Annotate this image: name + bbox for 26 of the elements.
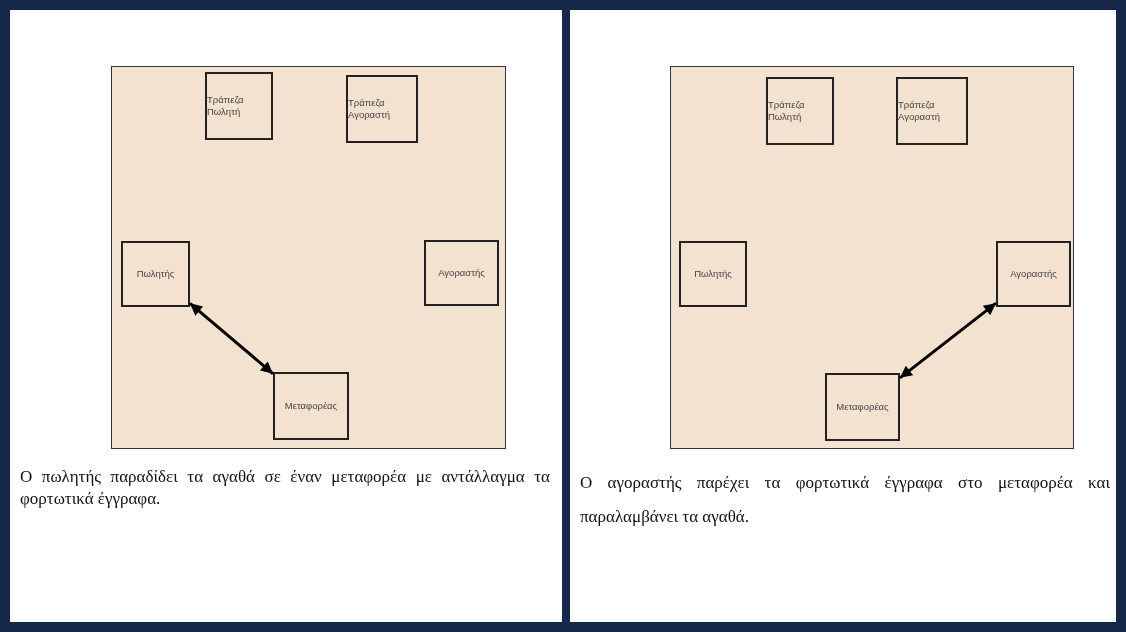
entity-box bbox=[679, 241, 747, 307]
caption-text: Ο πωλητής παραδίδει τα αγαθά σε έναν μεταφορέα με αντάλλαγμα τα φορτωτικά έγγραφα. bbox=[20, 466, 550, 510]
entity-box bbox=[996, 241, 1071, 307]
box-label: Μεταφορέας bbox=[284, 400, 338, 412]
box-label: Τράπεζα Αγοραστή bbox=[898, 99, 941, 123]
entity-box bbox=[896, 77, 968, 145]
caption-text: Ο αγοραστής παρέχει τα φορτωτικά έγγραφα στο μεταφορέα και παραλαμβάνει τα αγαθά. bbox=[580, 472, 1110, 528]
box-label: Αγοραστής bbox=[438, 267, 485, 279]
entity-box bbox=[766, 77, 834, 145]
box-label: Μεταφορέας bbox=[836, 401, 889, 413]
entity-box bbox=[273, 372, 349, 440]
double-arrow bbox=[189, 302, 274, 375]
entity-box bbox=[121, 241, 190, 307]
panel bbox=[10, 10, 562, 622]
double-arrow bbox=[899, 302, 997, 379]
box-label: Τράπεζα Αγοραστή bbox=[348, 97, 391, 121]
box-label: Τράπεζα Πωλητή bbox=[207, 94, 245, 118]
box-label: Τράπεζα Πωλητή bbox=[768, 99, 806, 123]
entity-box bbox=[346, 75, 418, 143]
entity-box bbox=[205, 72, 273, 140]
panel bbox=[570, 10, 1116, 622]
entity-box bbox=[424, 240, 499, 306]
box-label: Πωλητής bbox=[136, 268, 175, 280]
box-label: Αγοραστής bbox=[1010, 268, 1057, 280]
entity-box bbox=[825, 373, 900, 441]
box-label: Πωλητής bbox=[694, 268, 732, 280]
